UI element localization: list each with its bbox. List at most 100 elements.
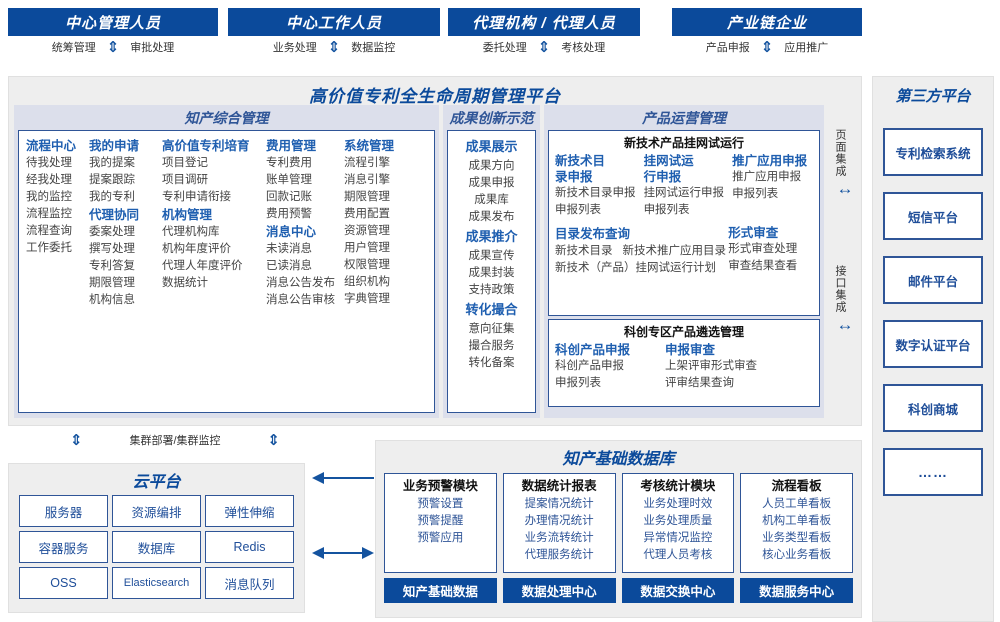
ipm-item[interactable]: 工作委托 bbox=[26, 242, 72, 254]
database-card-item[interactable]: 业务流转统计 bbox=[524, 532, 594, 544]
ipm-item[interactable]: 机构年度评价 bbox=[162, 243, 231, 255]
product-catalog-publish-item[interactable]: 新技术推广应用目录 bbox=[622, 245, 727, 257]
third-party-item-2[interactable]: 短信平台 bbox=[883, 192, 983, 240]
achievement-item[interactable]: 成果方向 bbox=[468, 160, 515, 172]
achievement-group-head-2[interactable]: 成果推介 bbox=[465, 229, 518, 244]
cloud-service-cell[interactable]: 服务器 bbox=[19, 495, 108, 527]
ipm-item[interactable]: 未读消息 bbox=[266, 243, 312, 255]
product-form-review-item[interactable]: 形式审查处理 bbox=[728, 243, 798, 255]
database-card-item[interactable]: 提案情况统计 bbox=[524, 498, 594, 510]
product-selection-col-1-head[interactable]: 科创产品申报 bbox=[555, 343, 631, 357]
cloud-service-cell[interactable]: OSS bbox=[19, 567, 108, 599]
achievement-item[interactable]: 转化备案 bbox=[468, 357, 515, 369]
third-party-item-6[interactable]: …… bbox=[883, 448, 983, 496]
ipm-item[interactable]: 专利答复 bbox=[89, 260, 135, 272]
product-trial-col-1-item[interactable]: 申报列表 bbox=[555, 204, 601, 216]
ipm-item[interactable]: 机构信息 bbox=[89, 294, 135, 306]
cloud-service-cell[interactable]: Elasticsearch bbox=[112, 567, 201, 599]
ipm-item[interactable]: 回款记账 bbox=[266, 191, 312, 203]
ipm-item[interactable]: 代理人年度评价 bbox=[162, 260, 243, 272]
database-card-item[interactable]: 办理情况统计 bbox=[524, 515, 594, 527]
third-party-item-3[interactable]: 邮件平台 bbox=[883, 256, 983, 304]
product-catalog-publish-item[interactable]: 新技术目录 bbox=[555, 245, 613, 257]
achievement-item[interactable]: 意向征集 bbox=[468, 323, 515, 335]
ipm-item[interactable]: 权限管理 bbox=[344, 259, 390, 271]
database-card-item[interactable]: 核心业务看板 bbox=[762, 549, 832, 561]
ipm-item[interactable]: 项目调研 bbox=[162, 174, 208, 186]
database-card-item[interactable]: 预警应用 bbox=[417, 532, 464, 544]
product-selection-col-1-item[interactable]: 科创产品申报 bbox=[555, 360, 624, 372]
achievement-item[interactable]: 成果库 bbox=[474, 194, 509, 206]
ipm-group-head-2-1[interactable]: 我的申请 bbox=[89, 139, 140, 153]
cloud-service-cell[interactable]: 容器服务 bbox=[19, 531, 108, 563]
ipm-group-head-3-1[interactable]: 高价值专利培育 bbox=[162, 139, 250, 153]
product-selection-col-1-item[interactable]: 申报列表 bbox=[555, 377, 601, 389]
product-trial-col-3-head[interactable]: 推广应用申报 bbox=[732, 154, 808, 168]
product-trial-col-1-head[interactable]: 新技术目录申报 bbox=[555, 154, 606, 184]
product-selection-col-2-item[interactable]: 上架评审形式审查 bbox=[665, 360, 757, 372]
third-party-item-1[interactable]: 专利检索系统 bbox=[883, 128, 983, 176]
database-card-item[interactable]: 人员工单看板 bbox=[762, 498, 832, 510]
ipm-item[interactable]: 费用配置 bbox=[344, 208, 390, 220]
achievement-item[interactable]: 成果发布 bbox=[468, 211, 515, 223]
achievement-item[interactable]: 支持政策 bbox=[468, 284, 515, 296]
ipm-item[interactable]: 撰写处理 bbox=[89, 243, 135, 255]
achievement-group-head-3[interactable]: 转化撮合 bbox=[465, 302, 518, 317]
ipm-item[interactable]: 提案跟踪 bbox=[89, 174, 135, 186]
ipm-item[interactable]: 期限管理 bbox=[344, 191, 390, 203]
database-card-item[interactable]: 业务处理质量 bbox=[643, 515, 713, 527]
cloud-service-cell[interactable]: 数据库 bbox=[112, 531, 201, 563]
ipm-item[interactable]: 项目登记 bbox=[162, 157, 208, 169]
product-catalog-publish-head[interactable]: 目录发布查询 bbox=[555, 227, 631, 241]
database-card-item[interactable]: 异常情况监控 bbox=[643, 532, 713, 544]
ipm-item[interactable]: 流程查询 bbox=[26, 225, 72, 237]
ipm-group-head-3-2[interactable]: 机构管理 bbox=[162, 208, 213, 222]
product-trial-col-3-item[interactable]: 申报列表 bbox=[732, 188, 779, 200]
database-card-item[interactable]: 业务类型看板 bbox=[762, 532, 832, 544]
third-party-item-5[interactable]: 科创商城 bbox=[883, 384, 983, 432]
ipm-group-head-1-1[interactable]: 流程中心 bbox=[26, 139, 77, 153]
ipm-item[interactable]: 我的监控 bbox=[26, 191, 72, 203]
cloud-service-cell[interactable]: 资源编排 bbox=[112, 495, 201, 527]
cloud-service-cell[interactable]: 弹性伸缩 bbox=[205, 495, 294, 527]
achievement-item[interactable]: 成果宣传 bbox=[468, 250, 515, 262]
database-footer-2[interactable]: 数据处理中心 bbox=[502, 578, 616, 603]
ipm-item[interactable]: 资源管理 bbox=[344, 225, 390, 237]
ipm-item[interactable]: 专利费用 bbox=[266, 157, 312, 169]
ipm-group-head-4-2[interactable]: 消息中心 bbox=[266, 225, 317, 239]
ipm-item[interactable]: 期限管理 bbox=[89, 277, 135, 289]
product-selection-col-2-item[interactable]: 评审结果查询 bbox=[665, 377, 734, 389]
product-trial-col-3-item[interactable]: 推广应用申报 bbox=[732, 171, 802, 183]
ipm-item[interactable]: 消息引擎 bbox=[344, 174, 390, 186]
database-card-item[interactable]: 机构工单看板 bbox=[762, 515, 832, 527]
third-party-item-4[interactable]: 数字认证平台 bbox=[883, 320, 983, 368]
product-selection-col-2-head[interactable]: 申报审查 bbox=[665, 343, 716, 357]
database-card-item[interactable]: 业务处理时效 bbox=[643, 498, 713, 510]
ipm-item[interactable]: 数据统计 bbox=[162, 277, 208, 289]
ipm-item[interactable]: 组织机构 bbox=[344, 276, 390, 288]
ipm-group-head-4-1[interactable]: 费用管理 bbox=[266, 139, 317, 153]
ipm-item[interactable]: 流程监控 bbox=[26, 208, 72, 220]
achievement-item[interactable]: 成果申报 bbox=[468, 177, 515, 189]
database-card-item[interactable]: 预警设置 bbox=[417, 498, 464, 510]
achievement-item[interactable]: 撮合服务 bbox=[468, 340, 515, 352]
ipm-group-head-2-2[interactable]: 代理协同 bbox=[89, 208, 140, 222]
role-banner-1[interactable]: 中心管理人员 bbox=[8, 8, 218, 36]
ipm-item[interactable]: 账单管理 bbox=[266, 174, 312, 186]
ipm-item[interactable]: 待我处理 bbox=[26, 157, 72, 169]
product-form-review-item[interactable]: 审查结果查看 bbox=[728, 260, 798, 272]
product-trial-col-1-item[interactable]: 新技术目录申报 bbox=[555, 187, 636, 199]
ipm-item[interactable]: 我的提案 bbox=[89, 157, 135, 169]
ipm-item[interactable]: 已读消息 bbox=[266, 260, 312, 272]
database-card-item[interactable]: 代理人员考核 bbox=[643, 549, 713, 561]
ipm-item[interactable]: 我的专利 bbox=[89, 191, 135, 203]
ipm-item[interactable]: 委案处理 bbox=[89, 226, 135, 238]
role-banner-3[interactable]: 代理机构 / 代理人员 bbox=[448, 8, 640, 36]
ipm-item[interactable]: 消息公告发布 bbox=[266, 277, 335, 289]
database-footer-4[interactable]: 数据服务中心 bbox=[740, 578, 853, 603]
ipm-item[interactable]: 代理机构库 bbox=[162, 226, 220, 238]
ipm-item[interactable]: 经我处理 bbox=[26, 174, 72, 186]
product-trial-col-2-item[interactable]: 挂网试运行申报 bbox=[643, 187, 725, 199]
product-trial-col-2-item[interactable]: 申报列表 bbox=[643, 204, 690, 216]
achievement-item[interactable]: 成果封装 bbox=[468, 267, 515, 279]
